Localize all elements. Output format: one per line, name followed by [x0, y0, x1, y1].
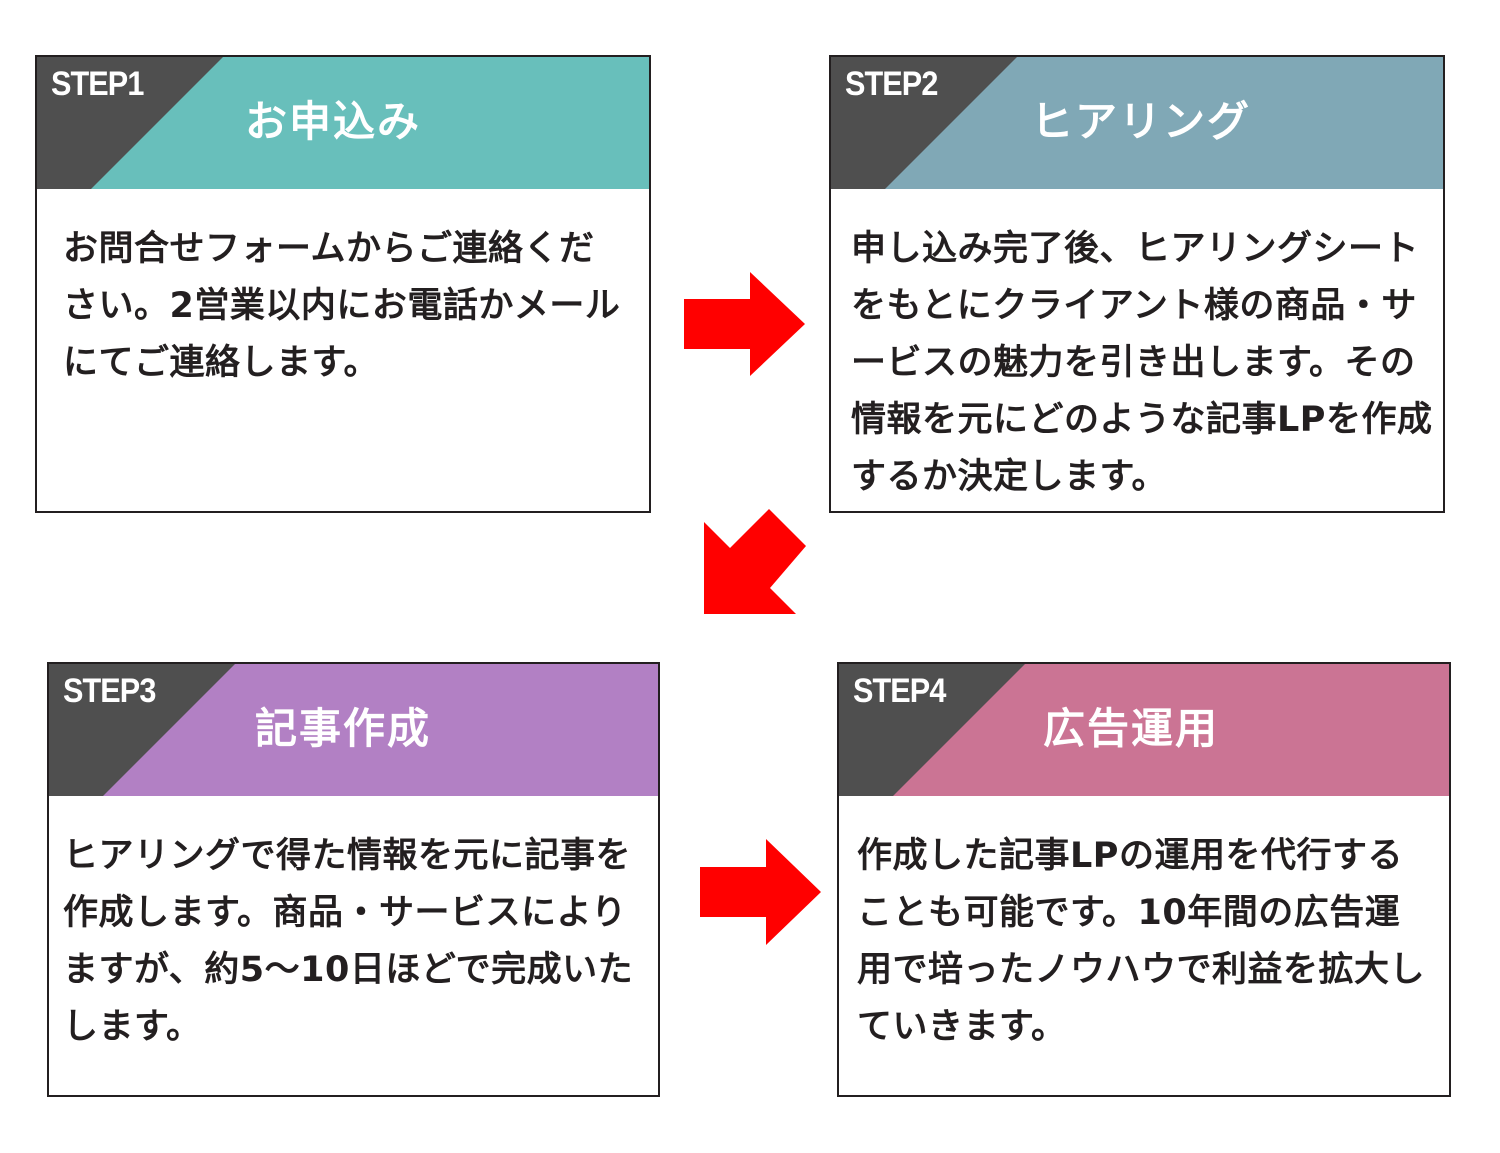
step-4-description: 作成した記事LPの運用を代行することも可能です。10年間の広告運用で培ったノウハ… — [857, 836, 1426, 1047]
step-1-title: お申込み — [245, 97, 422, 146]
step-3-title: 記事作成 — [255, 704, 432, 753]
step-3-description: ヒアリングで得た情報を元に記事を作成します。商品・サービスによりますが、約5～1… — [63, 836, 634, 1047]
step-4-card: STEP4 広告運用 作成した記事LPの運用を代行することも可能です。10年間の… — [837, 662, 1451, 1097]
step-1-header-background — [37, 57, 649, 189]
arrow-down-left-icon — [704, 509, 806, 614]
step-4-header: STEP4 広告運用 — [839, 664, 1449, 796]
step-2-description: 申し込み完了後、ヒアリングシートをもとにクライアント様の商品・サービスの魅力を引… — [851, 229, 1433, 497]
step-1-description: お問合せフォームからご連絡ください。2営業以内にお電話かメールにてご連絡します。 — [63, 229, 621, 383]
step-1-header: STEP1 お申込み — [37, 57, 649, 189]
step-1-card: STEP1 お申込み お問合せフォームからご連絡ください。2営業以内にお電話かメ… — [35, 55, 651, 513]
step-4-label: STEP4 — [853, 672, 946, 710]
step-3-label: STEP3 — [63, 672, 156, 710]
step-2-title: ヒアリング — [1031, 97, 1252, 146]
step-3-header: STEP3 記事作成 — [49, 664, 658, 796]
step-1-label: STEP1 — [51, 65, 144, 103]
step-2-label: STEP2 — [845, 65, 938, 103]
arrow-right-icon — [684, 272, 805, 376]
step-2-header: STEP2 ヒアリング — [831, 57, 1443, 189]
step-4-header-background — [839, 664, 1449, 796]
step-3-header-background — [49, 664, 658, 796]
step-4-title: 広告運用 — [1043, 704, 1220, 753]
step-3-card: STEP3 記事作成 ヒアリングで得た情報を元に記事を作成します。商品・サービス… — [47, 662, 660, 1097]
arrow-right-icon — [700, 839, 821, 945]
step-2-card: STEP2 ヒアリング 申し込み完了後、ヒアリングシートをもとにクライアント様の… — [829, 55, 1445, 513]
step-2-header-background — [831, 57, 1443, 189]
